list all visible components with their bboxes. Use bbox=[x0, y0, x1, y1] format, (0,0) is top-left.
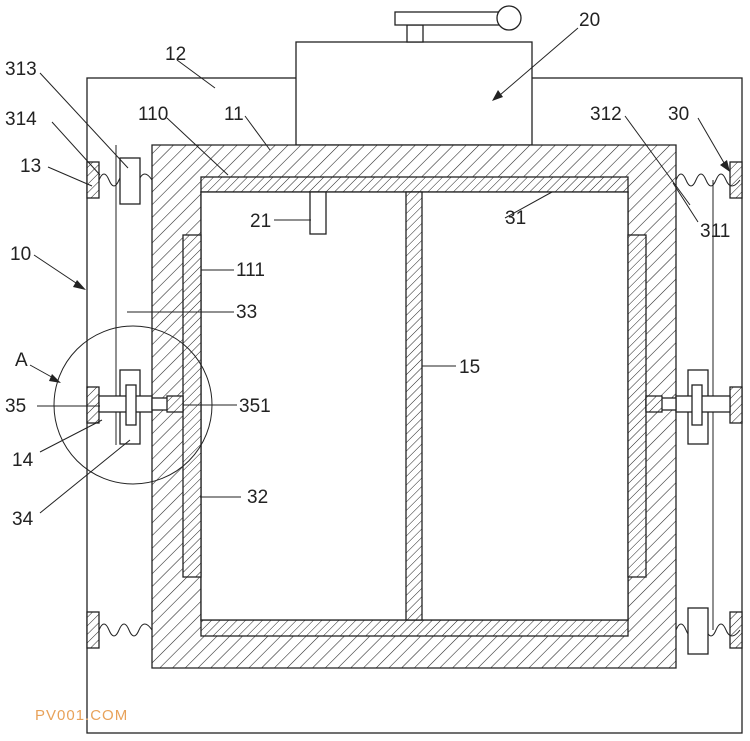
part-labels: 20 12 313 314 13 110 11 312 30 311 21 31… bbox=[5, 10, 730, 530]
label-12: 12 bbox=[165, 44, 186, 65]
label-110: 110 bbox=[138, 104, 168, 125]
label-314: 314 bbox=[5, 109, 37, 130]
label-13: 13 bbox=[20, 156, 41, 177]
right-mounts bbox=[675, 161, 743, 655]
label-a: A bbox=[15, 350, 28, 371]
watermark: PV001.COM bbox=[35, 707, 128, 724]
label-31: 31 bbox=[505, 208, 526, 229]
label-20: 20 bbox=[579, 10, 600, 31]
probe-21 bbox=[309, 191, 327, 235]
label-312: 312 bbox=[590, 104, 622, 125]
label-32: 32 bbox=[247, 487, 268, 508]
center-partition bbox=[405, 191, 423, 621]
left-clamp bbox=[86, 369, 184, 445]
label-30: 30 bbox=[668, 104, 689, 125]
label-313: 313 bbox=[5, 59, 37, 80]
label-10: 10 bbox=[10, 244, 31, 265]
right-clamp bbox=[645, 369, 743, 445]
label-34: 34 bbox=[12, 509, 34, 530]
leader-lines bbox=[29, 27, 730, 514]
label-351: 351 bbox=[239, 396, 271, 417]
label-14: 14 bbox=[12, 450, 34, 471]
label-21: 21 bbox=[250, 211, 271, 232]
motor-housing bbox=[295, 5, 533, 146]
label-35: 35 bbox=[5, 396, 26, 417]
label-311: 311 bbox=[700, 221, 730, 242]
label-33: 33 bbox=[236, 302, 257, 323]
label-11: 11 bbox=[224, 104, 244, 125]
label-15: 15 bbox=[459, 357, 480, 378]
label-111: 111 bbox=[236, 260, 265, 281]
